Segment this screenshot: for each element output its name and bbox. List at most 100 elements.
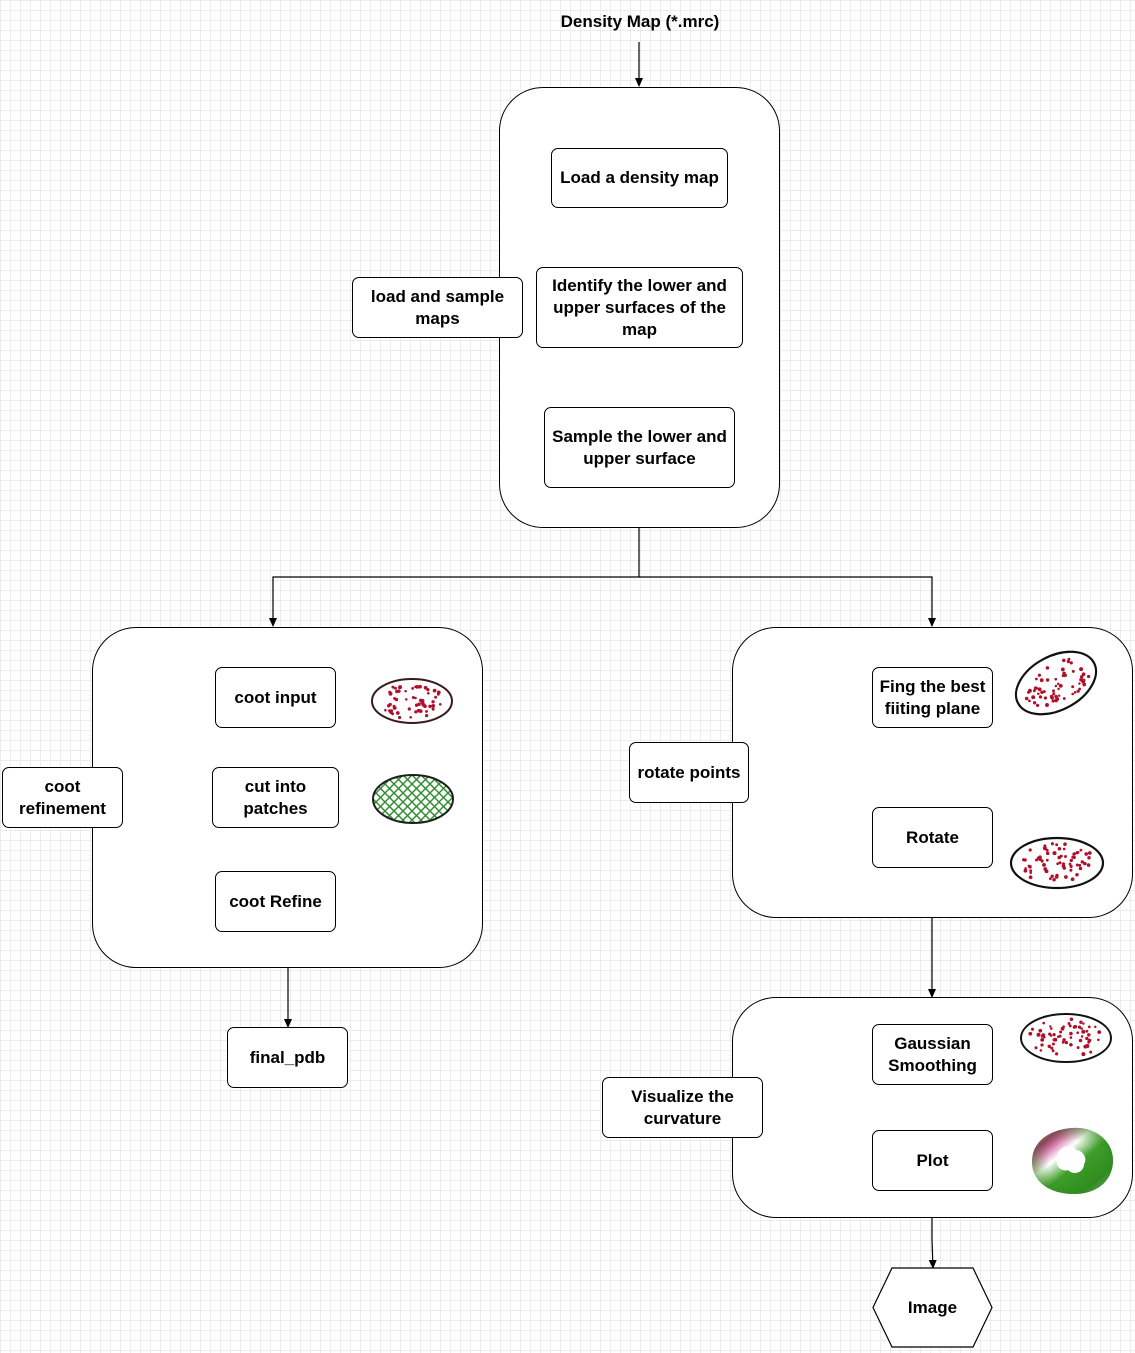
point-dot <box>1086 863 1091 867</box>
visualize-label[interactable]: Visualize the curvature <box>602 1077 763 1138</box>
point-dot <box>388 709 391 713</box>
point-dot <box>1038 857 1042 862</box>
point-dot <box>393 686 397 690</box>
step-rotate[interactable]: Rotate <box>872 807 993 868</box>
point-dot <box>1062 847 1066 851</box>
point-dot <box>1023 868 1028 873</box>
point-dot <box>1028 848 1032 852</box>
point-dot <box>425 709 428 713</box>
point-dot <box>1072 1025 1076 1029</box>
point-dot <box>414 710 418 714</box>
point-dot <box>1069 661 1073 665</box>
point-dot <box>1079 667 1084 672</box>
point-dot <box>1061 864 1066 868</box>
mesh-line <box>373 775 398 823</box>
point-dot <box>1043 696 1047 700</box>
point-dot <box>1087 1038 1092 1043</box>
point-dot <box>414 696 417 700</box>
point-dot <box>1054 694 1058 699</box>
point-dot <box>418 709 423 713</box>
point-dot <box>1097 1038 1100 1042</box>
point-dot <box>397 689 401 693</box>
point-dot <box>1056 862 1059 865</box>
point-dot <box>1078 866 1083 871</box>
point-dot <box>1062 1038 1066 1042</box>
point-dot <box>1075 872 1079 877</box>
point-dot <box>407 707 411 711</box>
step-sample-surface[interactable]: Sample the lower and upper surface <box>544 407 735 488</box>
point-dot <box>411 696 415 699</box>
point-dot <box>1035 677 1038 681</box>
point-dot <box>434 695 438 699</box>
point-dot <box>1045 703 1049 707</box>
point-dot <box>431 707 435 711</box>
point-dot <box>1051 1042 1055 1046</box>
point-dot <box>1051 1049 1055 1053</box>
points-ellipse-icon <box>1014 650 1098 716</box>
point-dot <box>1087 851 1092 855</box>
point-dot <box>1066 660 1070 664</box>
branch-connector <box>269 527 640 627</box>
point-dot <box>1060 1026 1065 1031</box>
point-dot <box>1087 855 1091 860</box>
points-ellipse-icon <box>1009 836 1105 890</box>
point-dot <box>1083 861 1087 866</box>
point-dot <box>424 713 429 718</box>
point-dot <box>386 704 391 708</box>
point-dot <box>1052 1033 1056 1037</box>
point-dot <box>1022 858 1026 862</box>
point-dot <box>1070 877 1075 882</box>
point-dot <box>388 691 393 696</box>
point-dot <box>1079 675 1084 679</box>
point-dot <box>1028 1031 1033 1036</box>
point-dot <box>1085 1029 1089 1033</box>
point-dot <box>1071 692 1075 696</box>
point-dot <box>1069 1031 1073 1036</box>
mesh-line <box>454 772 456 826</box>
point-dot <box>1081 1029 1086 1034</box>
point-dot <box>426 688 430 692</box>
step-identify-surfaces[interactable]: Identify the lower and upper surfaces of… <box>536 267 743 348</box>
point-dot <box>1082 682 1087 687</box>
point-dot <box>1042 862 1046 867</box>
point-dot <box>411 687 414 690</box>
step-coot-refine[interactable]: coot Refine <box>215 871 336 932</box>
point-dot <box>1045 851 1050 856</box>
point-dot <box>1069 1036 1073 1039</box>
point-dot <box>1036 1032 1041 1037</box>
step-plot[interactable]: Plot <box>872 1130 993 1191</box>
point-dot <box>1076 1046 1080 1050</box>
point-dot <box>1055 1052 1059 1056</box>
step-cut-into-patches[interactable]: cut into patches <box>212 767 339 828</box>
point-dot <box>1039 678 1044 683</box>
load-sample-label[interactable]: load and sample maps <box>352 277 523 338</box>
point-dot <box>1054 677 1058 681</box>
point-dot <box>1069 1043 1073 1047</box>
step-gaussian-smoothing[interactable]: Gaussian Smoothing <box>872 1024 993 1085</box>
point-dot <box>1037 692 1040 695</box>
rotate-points-label[interactable]: rotate points <box>629 742 749 803</box>
final-pdb-output[interactable]: final_pdb <box>227 1027 348 1088</box>
step-coot-input[interactable]: coot input <box>215 667 336 728</box>
step-best-fitting-plane[interactable]: Fing the best fiiting plane <box>872 667 993 728</box>
image-output[interactable]: Image <box>872 1267 993 1348</box>
point-dot <box>1069 864 1073 868</box>
point-dot <box>1081 1052 1086 1057</box>
point-dot <box>1060 667 1065 672</box>
point-dot <box>432 688 437 693</box>
point-dot <box>423 685 428 690</box>
point-dot <box>1035 686 1038 690</box>
point-dot <box>1080 860 1084 864</box>
point-dot <box>1035 703 1040 708</box>
coot-refinement-label[interactable]: coot refinement <box>2 767 123 828</box>
point-dot <box>1084 852 1089 856</box>
point-dot <box>1062 697 1066 700</box>
point-dot <box>421 702 426 707</box>
point-dot <box>409 716 412 719</box>
point-dot <box>1083 1044 1088 1049</box>
point-dot <box>1076 1031 1080 1035</box>
point-dot <box>1085 1036 1089 1041</box>
step-load-density-map[interactable]: Load a density map <box>551 148 728 208</box>
point-dot <box>1028 699 1031 703</box>
point-dot <box>1042 1021 1046 1025</box>
